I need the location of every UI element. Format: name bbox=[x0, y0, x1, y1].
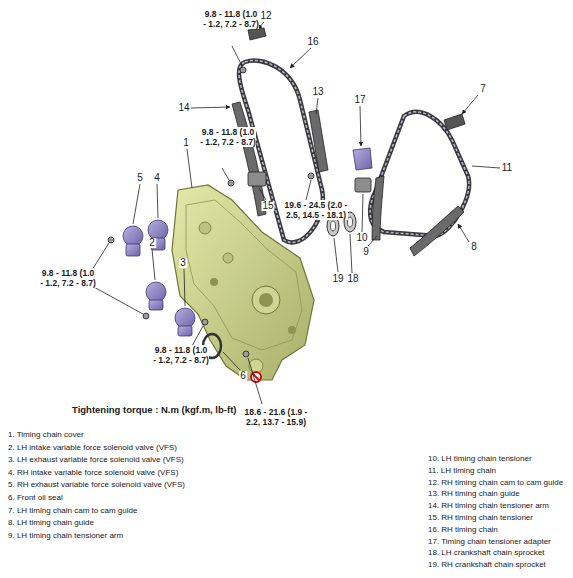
callout-number: 2 bbox=[148, 238, 156, 248]
legend-line: 3. LH exhaust variable force solenoid va… bbox=[8, 456, 184, 465]
cam-to-cam-guide bbox=[248, 28, 266, 40]
torque-value: 9.8 - 11.8 (1.0 - 1.2, 7.2 - 8.7) bbox=[203, 9, 259, 29]
tensioner-adapter bbox=[353, 148, 372, 170]
solenoid-valves bbox=[123, 220, 195, 336]
callout-number: 15 bbox=[261, 201, 274, 211]
callout-number: 17 bbox=[353, 95, 366, 105]
callout-number: 14 bbox=[177, 103, 190, 113]
legend-line: 2. LH intake variable force solenoid val… bbox=[8, 444, 177, 453]
legend-line: 11. LH timing chain bbox=[428, 467, 496, 476]
callout-number: 12 bbox=[259, 11, 272, 21]
legend-line: 12. RH timing chain cam to cam guide bbox=[428, 479, 563, 488]
callout-number: 7 bbox=[479, 84, 487, 94]
callout-number: 18 bbox=[346, 274, 359, 284]
torque-value: 9.8 - 11.8 (1.0 - 1.2, 7.2 - 8.7) bbox=[153, 345, 209, 365]
lh-cam-guide bbox=[444, 114, 465, 130]
torque-note: Tightening torque : N.m (kgf.m, lb-ft) bbox=[72, 405, 236, 415]
legend-line: 5. RH exhaust variable force solenoid va… bbox=[8, 481, 185, 490]
legend-line: 1. Timing chain cover bbox=[8, 431, 84, 440]
callout-number: 1 bbox=[182, 138, 190, 148]
callout-number: 10 bbox=[355, 233, 368, 243]
legend-line: 6. Front oil seal bbox=[8, 494, 63, 503]
callout-number: 11 bbox=[501, 163, 513, 173]
callout-number: 6 bbox=[239, 371, 247, 381]
legend-line: 4. RH intake variable force solenoid val… bbox=[8, 469, 178, 478]
callout-number: 13 bbox=[311, 87, 324, 97]
legend-line: 17. Timing chain tensioner adapter bbox=[428, 538, 551, 547]
torque-value: 9.8 - 11.8 (1.0 - 1.2, 7.2 - 8.7) bbox=[40, 268, 96, 288]
callout-number: 4 bbox=[153, 173, 161, 183]
lh-chain-guide bbox=[410, 206, 464, 256]
torque-value: 18.6 - 21.6 (1.9 - 2.2, 13.7 - 15.9) bbox=[244, 407, 308, 427]
legend-line: 10. LH timing chain tensioner bbox=[428, 455, 532, 464]
callout-number: 9 bbox=[362, 247, 370, 257]
leader-lines bbox=[92, 22, 500, 404]
legend-line: 7. LH timing chain cam to cam guide bbox=[8, 507, 137, 516]
lh-tensioner-arm bbox=[372, 176, 384, 240]
torque-value: 19.6 - 24.5 (2.0 - 2.5, 14.5 - 18.1) bbox=[284, 200, 348, 220]
legend-line: 9. LH timing chain tensioner arm bbox=[8, 532, 123, 541]
callout-number: 8 bbox=[470, 242, 478, 252]
tensioner-arm bbox=[232, 102, 266, 216]
callout-number: 5 bbox=[136, 173, 144, 183]
chain-tensioner bbox=[248, 172, 266, 186]
torque-value: 9.8 - 11.8 (1.0 - 1.2, 7.2 - 8.7) bbox=[200, 127, 256, 147]
legend-line: 19. RH crankshaft chain sprocket bbox=[428, 561, 546, 570]
legend-line: 8. LH timing chain guide bbox=[8, 519, 94, 528]
callout-number: 19 bbox=[331, 274, 344, 284]
legend-line: 13. RH timing chain guide bbox=[428, 490, 520, 499]
legend-line: 18. LH crankshaft chain sprocket bbox=[428, 549, 545, 558]
legend-line: 14. RH timing chain tensioner arm bbox=[428, 502, 549, 511]
chain-guide bbox=[309, 110, 328, 172]
lh-tensioner bbox=[355, 178, 371, 192]
callout-number: 3 bbox=[179, 258, 187, 268]
legend-line: 15. RH timing chain tensioner bbox=[428, 514, 533, 523]
callout-number: 16 bbox=[306, 37, 319, 47]
legend-line: 16. RH timing chain bbox=[428, 526, 498, 535]
